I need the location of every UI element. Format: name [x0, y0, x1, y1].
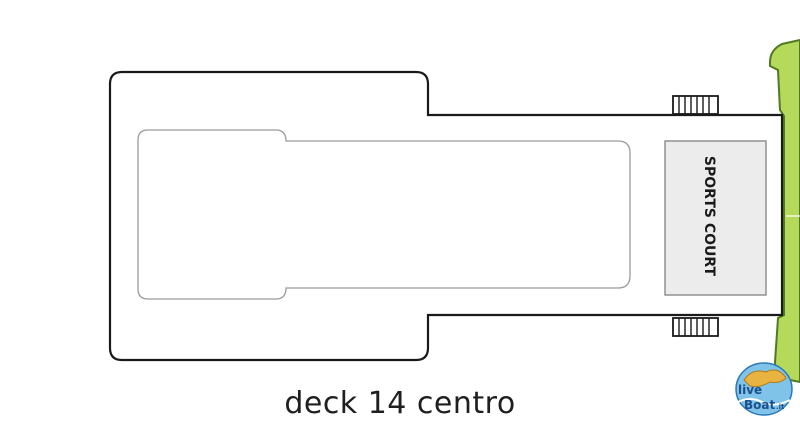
logo-land-icon	[743, 369, 787, 387]
logo-text-live: live	[738, 383, 762, 397]
sports-court-label: SPORTS COURT	[701, 156, 717, 277]
deck-caption-text: deck 14 centro	[284, 386, 516, 421]
deck-caption: deck 14 centro	[0, 386, 800, 421]
sports-court-area	[664, 140, 767, 296]
logo-text-boat: Boat	[744, 398, 775, 412]
liveboat-logo: live Boat .it	[735, 362, 793, 416]
logo-wave-icon	[737, 398, 791, 406]
inner-deck-area	[137, 129, 631, 300]
stairs-top	[672, 95, 719, 115]
stairs-bottom	[672, 317, 719, 337]
logo-text-suffix: .it	[776, 403, 785, 411]
